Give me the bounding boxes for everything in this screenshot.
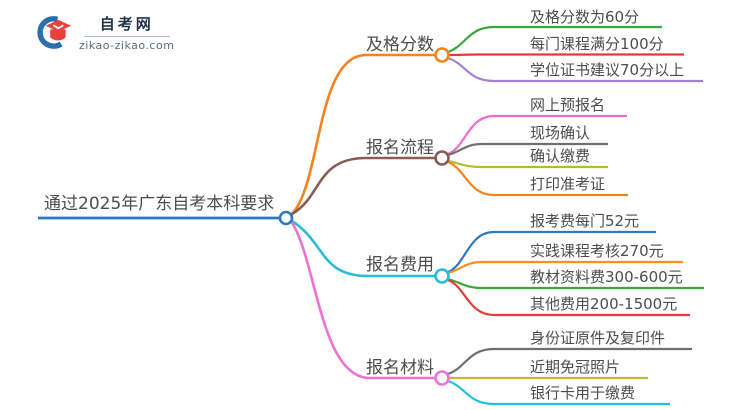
leaf-label: 身份证原件及复印件 <box>530 329 666 347</box>
branch-line-registration-materials <box>289 220 435 380</box>
branch-node-circle <box>434 47 450 63</box>
leaf-label: 学位证书建议70分以上 <box>530 61 685 79</box>
site-logo: 自考网 zikao-zikao.com <box>32 13 174 52</box>
leaf-line <box>447 56 703 83</box>
leaf-line <box>447 159 608 169</box>
root-node-circle <box>278 210 294 226</box>
logo-divider <box>83 36 170 37</box>
branch-line-passing-score <box>291 53 435 215</box>
logo-url: zikao-zikao.com <box>79 39 175 52</box>
leaf-line <box>447 347 692 376</box>
graduation-cap-logo-icon <box>37 15 72 49</box>
leaf-label: 每门课程满分100分 <box>530 35 664 53</box>
leaf-line <box>447 230 656 274</box>
leaf-label: 确认缴费 <box>530 147 591 165</box>
leaf-label: 银行卡用于缴费 <box>530 384 636 402</box>
branch-label-registration-fees: 报名费用 <box>366 255 434 275</box>
branch-line-registration-process <box>291 156 435 216</box>
leaf-line <box>448 53 684 57</box>
leaf-label: 近期免冠照片 <box>530 358 621 376</box>
leaf-label: 教材资料费300-600元 <box>530 268 683 286</box>
leaf-label: 网上预报名 <box>530 96 606 114</box>
branch-label-registration-process: 报名流程 <box>366 138 434 158</box>
leaf-label: 报考费每门52元 <box>530 212 640 230</box>
leaf-line <box>447 114 627 156</box>
branch-line-registration-fees <box>291 219 435 278</box>
logo-title: 自考网 <box>99 15 154 33</box>
leaf-line <box>447 278 690 317</box>
leaf-line <box>447 25 662 54</box>
leaf-line <box>447 277 704 290</box>
leaf-label: 现场确认 <box>530 124 591 142</box>
branch-node-circle <box>434 370 450 386</box>
leaf-label: 实践课程考核270元 <box>530 242 664 260</box>
branch-node-circle <box>434 150 450 166</box>
leaf-label: 打印准考证 <box>530 175 606 193</box>
logo-text-block: 自考网 zikao-zikao.com <box>79 13 174 52</box>
leaf-line <box>447 260 683 275</box>
leaf-line <box>447 379 670 406</box>
branch-label-passing-score: 及格分数 <box>366 35 434 55</box>
branch-label-registration-materials: 报名材料 <box>366 358 434 378</box>
leaf-label: 及格分数为60分 <box>530 8 640 26</box>
root-topic-label: 通过2025年广东自考本科要求 <box>44 194 275 214</box>
leaf-line <box>447 142 608 157</box>
branch-node-circle <box>434 268 450 284</box>
leaf-label: 其他费用200-1500元 <box>530 295 678 313</box>
leaf-line <box>447 160 628 197</box>
